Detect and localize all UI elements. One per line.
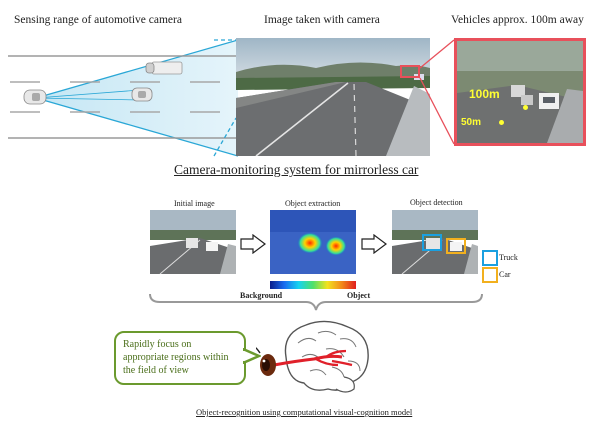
sensing-range-title: Sensing range of automotive camera [14, 14, 182, 26]
eye-icon [256, 347, 276, 376]
brain-eye-illustration [256, 320, 369, 393]
zoomed-vehicles-image: 100m 50m [454, 38, 586, 146]
zoom-region-box [400, 65, 420, 78]
object-extraction-image [270, 210, 356, 274]
connector-lines [213, 39, 237, 157]
marker-50m-dot [499, 120, 504, 125]
marker-100m: 100m [469, 87, 500, 101]
color-bar-background-label: Background [240, 291, 283, 300]
vehicles-title: Vehicles approx. 100m away [451, 14, 584, 26]
object-detection-label: Object detection [410, 198, 463, 207]
brace-bracket [149, 293, 483, 311]
truck-detection-box [422, 234, 442, 251]
sensing-range-diagram [8, 39, 238, 157]
top-caption: Camera-monitoring system for mirrorless … [174, 162, 419, 177]
color-bar-object-label: Object [347, 291, 371, 300]
camera-image-title: Image taken with camera [264, 14, 380, 26]
marker-100m-dot [523, 105, 528, 110]
bottom-caption: Object-recognition using computational v… [196, 407, 413, 417]
truck-icon [145, 61, 183, 75]
arrow-right-icon [240, 234, 266, 254]
legend-car-swatch [482, 267, 498, 283]
legend-truck-swatch [482, 250, 498, 266]
saliency-color-bar [270, 281, 356, 289]
legend-car-label: Car [499, 270, 511, 279]
car-detection-box [446, 238, 466, 254]
camera-image [236, 38, 430, 156]
object-detection-image [392, 210, 478, 274]
legend-truck-label: Truck [499, 253, 518, 262]
arrow-right-icon-2 [361, 234, 387, 254]
callout-bubble: Rapidly focus on appropriate regions wit… [114, 331, 246, 385]
object-extraction-label: Object extraction [285, 199, 341, 208]
initial-image-label: Initial image [174, 199, 215, 208]
callout-tail [243, 348, 261, 364]
marker-50m: 50m [461, 117, 482, 128]
initial-image [150, 210, 236, 274]
zoom-connector-lines [419, 39, 455, 145]
callout-text: Rapidly focus on appropriate regions wit… [123, 339, 229, 376]
car-ahead-icon [131, 87, 153, 102]
own-car-icon [23, 89, 47, 105]
